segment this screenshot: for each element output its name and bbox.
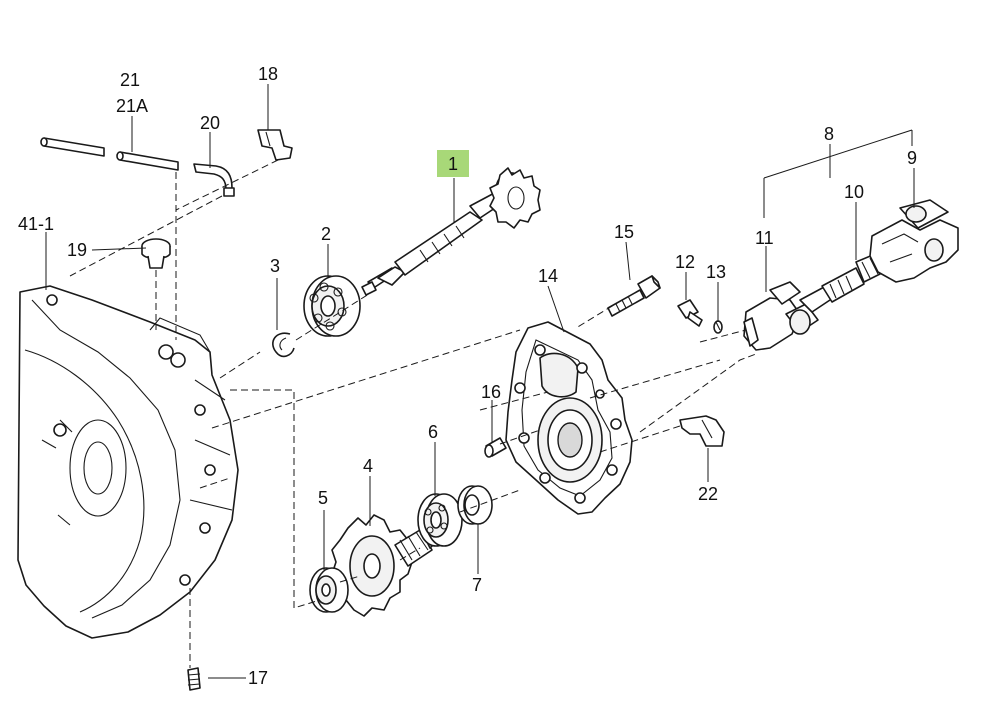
label-part-19: 19 <box>67 240 87 260</box>
label-part-8: 8 <box>824 124 834 144</box>
label-part-3: 3 <box>270 256 280 276</box>
part-5-small-bearing[interactable] <box>309 567 349 613</box>
assembly-centerlines <box>69 159 757 668</box>
label-part-6: 6 <box>428 422 438 442</box>
part-20-elbow-fitting[interactable] <box>193 163 235 197</box>
callout-labels: 1 2 3 4 5 6 7 8 9 10 11 12 13 14 15 16 1… <box>18 64 917 688</box>
label-part-22: 22 <box>698 484 718 504</box>
label-part-21a: 21A <box>116 96 148 116</box>
part-18-clamp[interactable] <box>257 129 293 161</box>
label-part-5: 5 <box>318 488 328 508</box>
part-14-cover-housing[interactable] <box>505 321 633 515</box>
part-11-universal-joint-yoke[interactable] <box>743 281 837 351</box>
part-22-bracket-clip[interactable] <box>679 415 725 447</box>
part-12-bolt[interactable] <box>677 299 703 327</box>
label-part-12: 12 <box>675 252 695 272</box>
part-1-drive-shaft[interactable] <box>361 167 541 296</box>
label-part-41-1: 41-1 <box>18 214 54 234</box>
part-16-dowel-pin[interactable] <box>484 437 507 458</box>
label-part-2: 2 <box>321 224 331 244</box>
part-9-universal-joint-head[interactable] <box>869 199 959 283</box>
label-part-15: 15 <box>614 222 634 242</box>
label-part-18: 18 <box>258 64 278 84</box>
part-13-lock-washer[interactable] <box>713 320 723 334</box>
label-part-1: 1 <box>448 154 458 174</box>
leader-lines <box>45 84 915 679</box>
part-19-breather-cap[interactable] <box>141 238 171 269</box>
part-7-shaft-seal[interactable] <box>457 485 493 525</box>
part-15-bolt[interactable] <box>607 275 661 317</box>
part-1-highlight <box>437 150 469 177</box>
label-part-20: 20 <box>200 113 220 133</box>
label-part-17: 17 <box>248 668 268 688</box>
label-part-21: 21 <box>120 70 140 90</box>
part-17-plug[interactable] <box>187 667 201 691</box>
label-part-10: 10 <box>844 182 864 202</box>
label-part-9: 9 <box>907 148 917 168</box>
part-3-circlip[interactable] <box>272 332 295 358</box>
transmission-housing[interactable] <box>17 285 239 639</box>
label-part-11: 11 <box>755 228 774 248</box>
part-21a-hose-tube[interactable] <box>116 151 179 171</box>
label-part-16: 16 <box>481 382 501 402</box>
label-part-7: 7 <box>472 575 482 595</box>
part-21-hose-tube[interactable] <box>40 137 105 157</box>
part-2-ball-bearing[interactable] <box>303 275 361 337</box>
label-part-4: 4 <box>363 456 373 476</box>
label-part-14: 14 <box>538 266 558 286</box>
label-part-13: 13 <box>706 262 726 282</box>
part-6-ball-bearing[interactable] <box>417 493 463 547</box>
